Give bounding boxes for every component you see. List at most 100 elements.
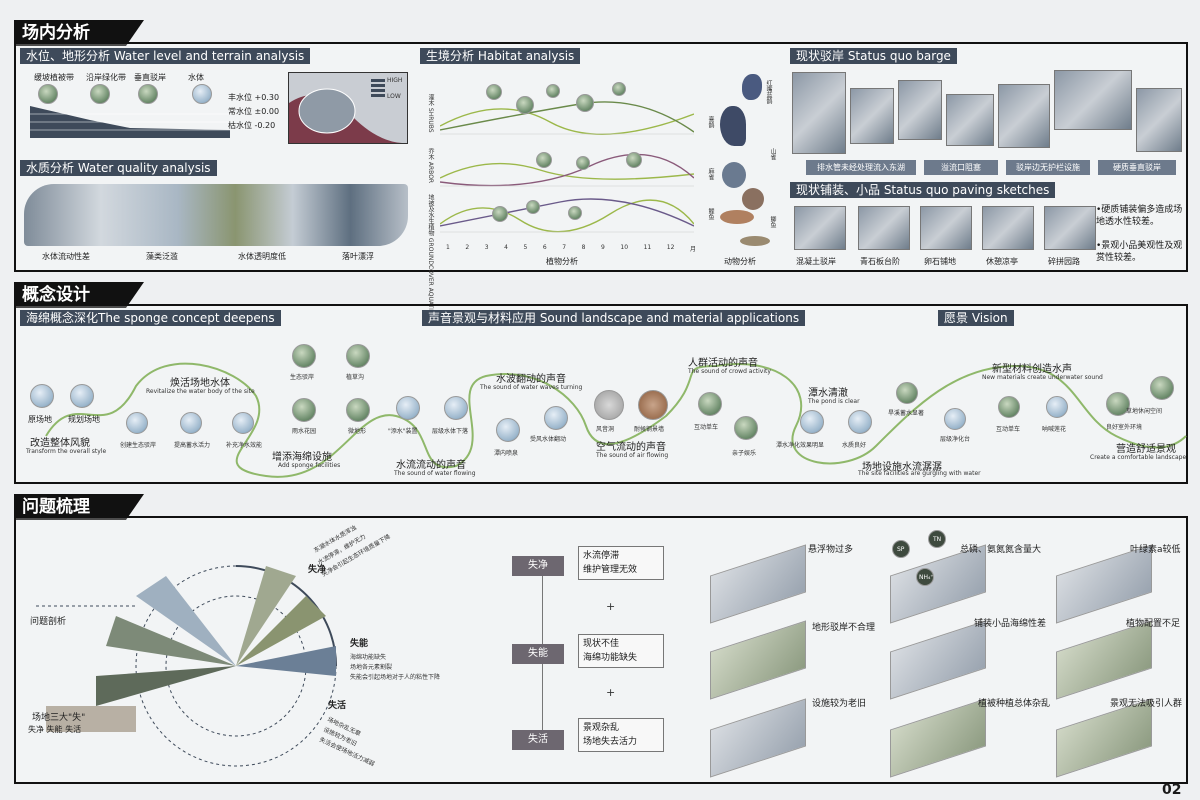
bird-icon — [742, 188, 764, 210]
terrain-label: 水体 — [188, 73, 204, 82]
category-detail: 水流停滞 维护管理无效 — [578, 546, 664, 580]
chem-label: SP — [897, 546, 905, 553]
three-loss-items: 失净 失能 失活 — [28, 725, 82, 734]
paving-note: •景观小品美观性及观赏性较差。 — [1096, 241, 1183, 263]
plant-photo — [576, 156, 590, 170]
month-tick: 月 — [689, 246, 696, 253]
plant-photo — [516, 96, 534, 114]
bird-icon — [742, 74, 762, 100]
habitat-row-label: 乔木 ARBOR — [427, 148, 434, 184]
animal-label: 山雀 — [769, 148, 776, 160]
concept-photo — [232, 412, 254, 434]
water-quality-header: 水质分析 Water quality analysis — [20, 160, 217, 176]
iso-caption: 设施较为老旧 — [812, 699, 867, 709]
concept-photo — [944, 408, 966, 430]
concept-title: 场地设施水流潺潺 — [862, 462, 942, 473]
plant-photo — [568, 206, 582, 220]
animal-label: 喜鹊 — [707, 116, 714, 128]
legend-high: HIGH — [387, 77, 403, 84]
concept-title: 营造舒适景观 — [1116, 444, 1176, 455]
month-tick: 12 — [666, 244, 675, 251]
water-quality-strip — [24, 184, 408, 246]
concept-node: 规划场地 — [68, 415, 100, 424]
fish-icon — [740, 236, 770, 246]
terrain-photo — [90, 84, 110, 104]
chem-badge: TN — [928, 530, 946, 548]
iso-diagram — [1056, 698, 1152, 778]
iso-diagram — [890, 698, 986, 778]
concept-photo — [594, 390, 624, 420]
concept-node: 原场地 — [28, 415, 52, 424]
month-axis: 1 2 3 4 5 6 7 8 9 10 11 12 月 — [446, 244, 696, 253]
concept-photo — [544, 406, 568, 430]
category-box: 失净 — [512, 556, 564, 576]
concept-title-en: Add sponge facilities — [278, 462, 341, 469]
month-tick: 3 — [484, 244, 489, 251]
iso-caption: 植被种植总体杂乱 — [978, 699, 1051, 709]
concept-title-en: The sound of crowd activity — [688, 368, 771, 375]
iso-diagram — [1056, 620, 1152, 700]
concept-photo — [126, 412, 148, 434]
concept-photo — [998, 396, 1020, 418]
month-tick: 1 — [446, 244, 450, 251]
iso-diagram — [890, 620, 986, 700]
concept-photo — [800, 410, 824, 434]
concept-title-en: The sound of water flowing — [394, 470, 476, 477]
concept-node: 呐喊莲花 — [1042, 426, 1067, 433]
habitat-chart-svg — [440, 101, 694, 233]
barge-photo — [1136, 88, 1182, 152]
sponge-header: 海绵概念深化The sponge concept deepens — [20, 310, 281, 326]
plus-sign: + — [606, 600, 616, 613]
category-detail: 现状不佳 海绵功能缺失 — [578, 634, 664, 668]
month-tick: 6 — [542, 244, 547, 251]
concept-title: 水波翻动的声音 — [496, 374, 566, 385]
animal-label: 鲫鱼 — [769, 216, 776, 228]
category-detail-line: 维护管理无效 — [583, 565, 638, 575]
concept-photo — [1106, 392, 1130, 416]
animal-label: 红嘴蓝鹊 — [765, 80, 772, 104]
plant-photo — [526, 200, 540, 214]
water-quality-item: 落叶漂浮 — [342, 252, 374, 261]
barge-photo — [946, 94, 994, 146]
month-tick: 2 — [465, 244, 470, 251]
concept-photo — [638, 390, 668, 420]
animal-label: 鲤鱼 — [707, 208, 714, 220]
habitat-header: 生境分析 Habitat analysis — [420, 48, 581, 64]
concept-title: 潭水清澈 — [808, 388, 848, 399]
category-detail-line: 景观杂乱 — [583, 723, 620, 733]
concept-photo — [896, 382, 918, 404]
vision-header: 愿景 Vision — [938, 310, 1014, 326]
concept-node: 雨水花园 — [292, 428, 317, 435]
concept-photo — [346, 398, 370, 422]
chem-label: NH₄⁺ — [919, 574, 934, 581]
concept-node: 创建生态驳岸 — [120, 442, 157, 449]
animal-label: 麻雀 — [707, 168, 714, 180]
sound-header: 声音景观与材料应用 Sound landscape and material a… — [422, 310, 806, 326]
water-level-low: 枯水位 -0.20 — [228, 121, 276, 130]
ring-text: 海绵功能缺失 — [350, 654, 387, 661]
concept-node: 潭内喷泉 — [494, 450, 519, 457]
plant-photo — [612, 82, 626, 96]
category-detail-line: 海绵功能缺失 — [583, 653, 638, 663]
concept-photo — [292, 344, 316, 368]
plus-sign: + — [606, 686, 616, 699]
water-quality-item: 藻类泛滥 — [146, 252, 178, 261]
iso-diagram — [710, 544, 806, 624]
iso-caption: 总磷、氨氮氮含量大 — [960, 545, 1042, 555]
concept-node: 草地休闲空间 — [1126, 408, 1163, 415]
concept-photo — [734, 416, 758, 440]
paving-item: 卵石铺地 — [924, 257, 956, 266]
section-title-problems: 问题梳理 — [14, 494, 144, 520]
iso-caption: 叶绿素a较低 — [1130, 545, 1181, 555]
barge-photo — [850, 88, 894, 144]
iso-diagram — [710, 620, 806, 700]
concept-node: 层级净化台 — [940, 436, 971, 443]
concept-title: 水流流动的声音 — [396, 460, 466, 471]
concept-title-en: New materials create underwater sound — [982, 374, 1103, 381]
site-analysis-panel: 水位、地形分析 Water level and terrain analysis… — [14, 42, 1188, 314]
concept-photo — [444, 396, 468, 420]
category-detail: 景观杂乱 场地失去活力 — [578, 718, 664, 752]
terrain-label: 垂直驳岸 — [134, 73, 166, 82]
fish-icon — [720, 210, 754, 224]
plant-photo — [486, 84, 502, 100]
